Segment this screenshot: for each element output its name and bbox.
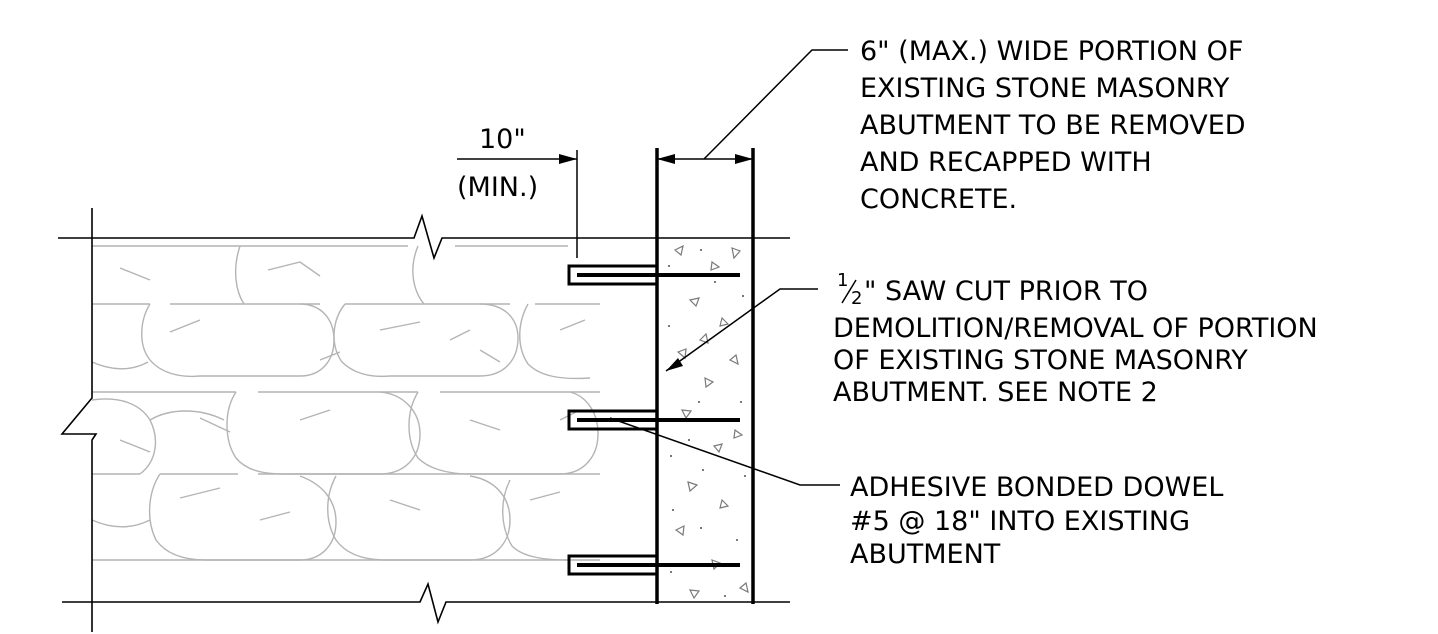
dowel-middle	[567, 409, 740, 431]
note-removal: 6" (MAX.) WIDE PORTION OF EXISTING STONE…	[860, 36, 1246, 215]
dowel-bottom	[567, 554, 740, 576]
note-removal-line: 6" (MAX.) WIDE PORTION OF	[860, 36, 1243, 67]
note-saw-cut-line: ABUTMENT. SEE NOTE 2	[833, 377, 1158, 408]
note-removal-line: AND RECAPPED WITH	[860, 147, 1152, 178]
note-dowel: ADHESIVE BONDED DOWEL #5 @ 18" INTO EXIS…	[850, 472, 1223, 570]
dowel-top	[567, 264, 740, 286]
dimension-value: 10"	[479, 124, 526, 155]
stone-masonry-pattern	[91, 245, 600, 561]
note-saw-cut-line: " SAW CUT PRIOR TO	[864, 276, 1148, 307]
dimension-qualifier: (MIN.)	[457, 172, 538, 203]
note-dowel-line: ABUTMENT	[850, 539, 1001, 570]
dowels	[567, 264, 740, 576]
note-saw-cut-line: DEMOLITION/REMOVAL OF PORTION	[833, 313, 1318, 344]
note-saw-cut: 1 2 " SAW CUT PRIOR TO DEMOLITION/REMOVA…	[833, 270, 1318, 408]
fraction-numerator: 1	[837, 270, 848, 291]
note-removal-line: EXISTING STONE MASONRY	[860, 73, 1230, 104]
note-removal-line: ABUTMENT TO BE REMOVED	[860, 110, 1246, 141]
concrete-stipple	[668, 244, 749, 600]
abutment-outline	[58, 208, 790, 632]
note-dowel-line: ADHESIVE BONDED DOWEL	[850, 472, 1223, 503]
dimension-10in	[457, 150, 753, 258]
fraction-denominator: 2	[851, 288, 862, 309]
note-dowel-line: #5 @ 18" INTO EXISTING	[850, 506, 1190, 537]
note-removal-line: CONCRETE.	[860, 184, 1017, 215]
note-saw-cut-line: OF EXISTING STONE MASONRY	[833, 345, 1248, 376]
leader-lines	[609, 49, 848, 486]
